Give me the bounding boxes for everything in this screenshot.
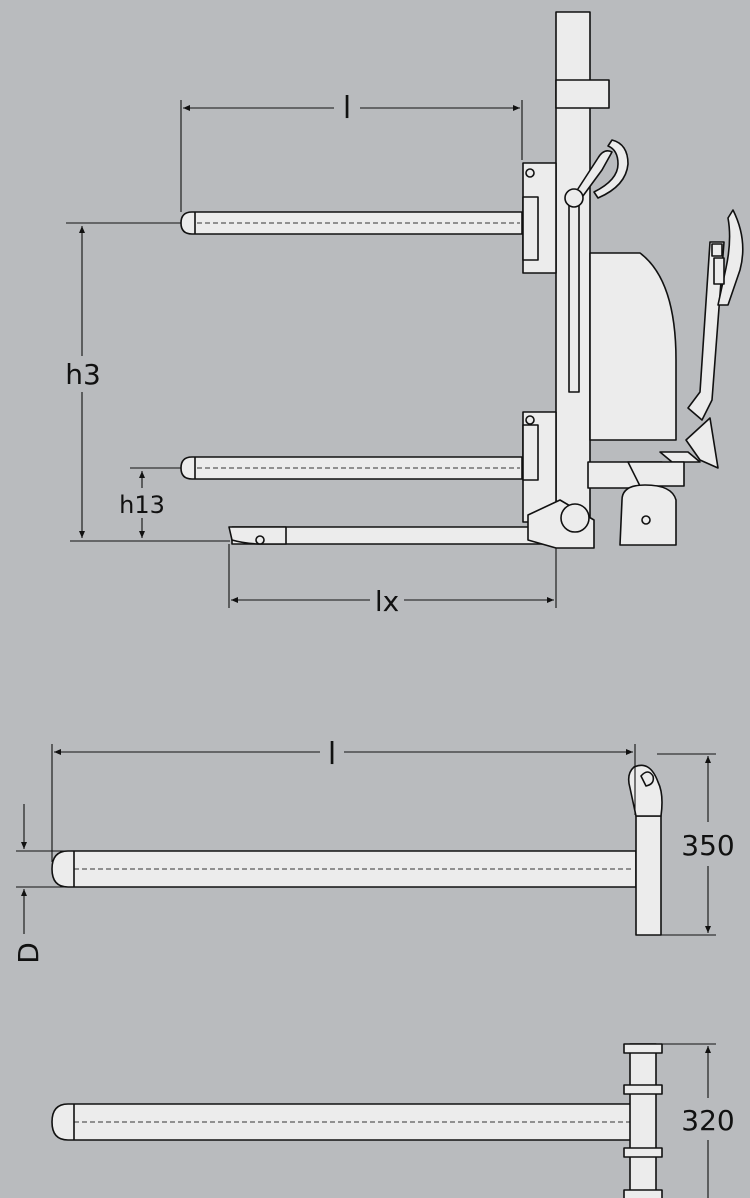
battery-housing [589,252,677,441]
dim-label-l-fork: l [328,737,336,772]
guide-rod [568,199,580,393]
lift-lever [564,139,629,208]
upper-carriage [522,162,557,274]
dim-label-350: 350 [681,829,734,862]
lower-carriage [522,411,557,523]
mast-collar [555,79,610,109]
dim-label-d: D [12,942,45,964]
clamp-bar-1 [623,1043,663,1054]
base-leg [228,499,595,549]
fork-backplate [635,815,662,936]
dim-label-lx: lx [375,585,399,618]
dim-label-h13: h13 [119,491,165,519]
clamp-backplate [629,1043,657,1198]
fork-hook-view [16,744,716,936]
clamp-bar-3 [623,1147,663,1158]
dim-label-320: 320 [681,1104,734,1137]
fork-arm-lower [51,1103,637,1141]
lower-fork [180,456,523,480]
dim-label-h3: h3 [65,358,101,391]
upper-fork [180,211,523,235]
dim-label-l-top: l [343,91,351,126]
clamp-bar-4 [623,1189,663,1198]
fork-clamp-view [51,1043,716,1198]
clamp-bar-2 [623,1084,663,1095]
stacker-side-view [66,11,744,608]
drive-unit [587,461,685,546]
tiller-handle [659,209,744,469]
